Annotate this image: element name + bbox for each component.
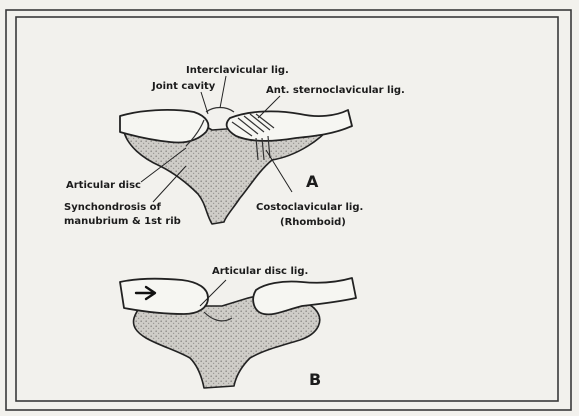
label-articular-disc: Articular disc	[66, 180, 141, 191]
label-rhomboid: (Rhomboid)	[280, 217, 346, 228]
label-ant-sternoclavicular-lig: Ant. sternoclavicular lig.	[266, 85, 405, 96]
label-costoclavicular-lig: Costoclavicular lig.	[256, 202, 363, 213]
label-synchondrosis-line2: manubrium & 1st rib	[64, 216, 181, 227]
label-interclavicular-lig: Interclavicular lig.	[186, 65, 289, 76]
interclavicular-ligament-a	[206, 108, 234, 113]
left-clavicle-b	[120, 279, 208, 314]
right-clavicle-a	[227, 110, 352, 141]
label-joint-cavity: Joint cavity	[151, 81, 216, 92]
label-articular-disc-lig: Articular disc lig.	[212, 266, 308, 277]
panel-label-a: A	[306, 172, 319, 191]
panel-label-b: B	[309, 370, 321, 389]
label-synchondrosis-line1: Synchondrosis of	[64, 202, 162, 213]
